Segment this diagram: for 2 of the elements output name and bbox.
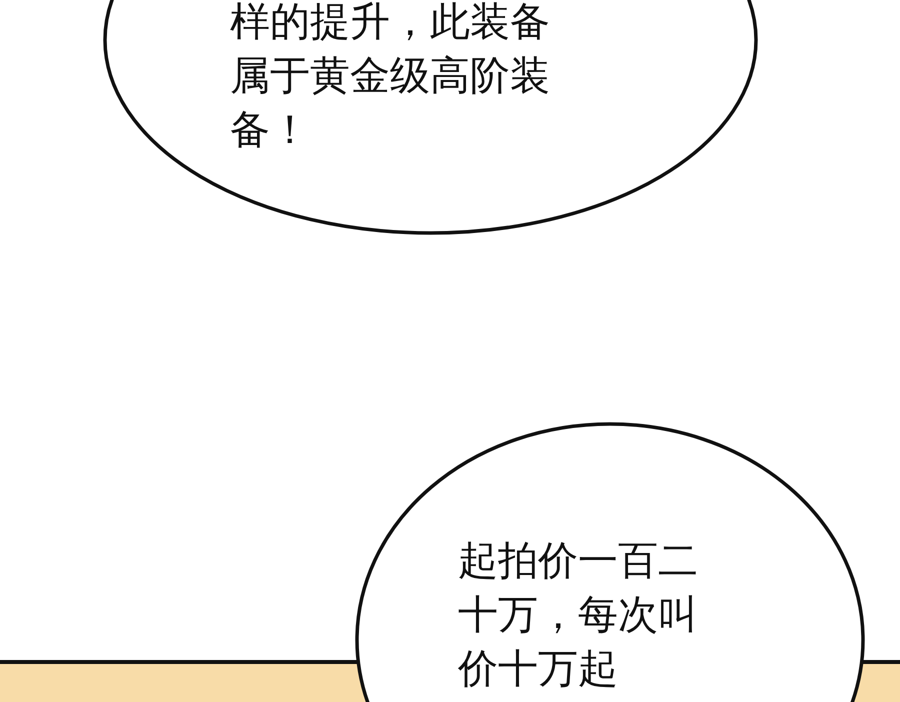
speech-text: 起拍价一百二十万，每次叫价十万起	[458, 537, 699, 694]
speech-text: 样的提升，此装备属于黄金级高阶装备！	[230, 0, 551, 155]
